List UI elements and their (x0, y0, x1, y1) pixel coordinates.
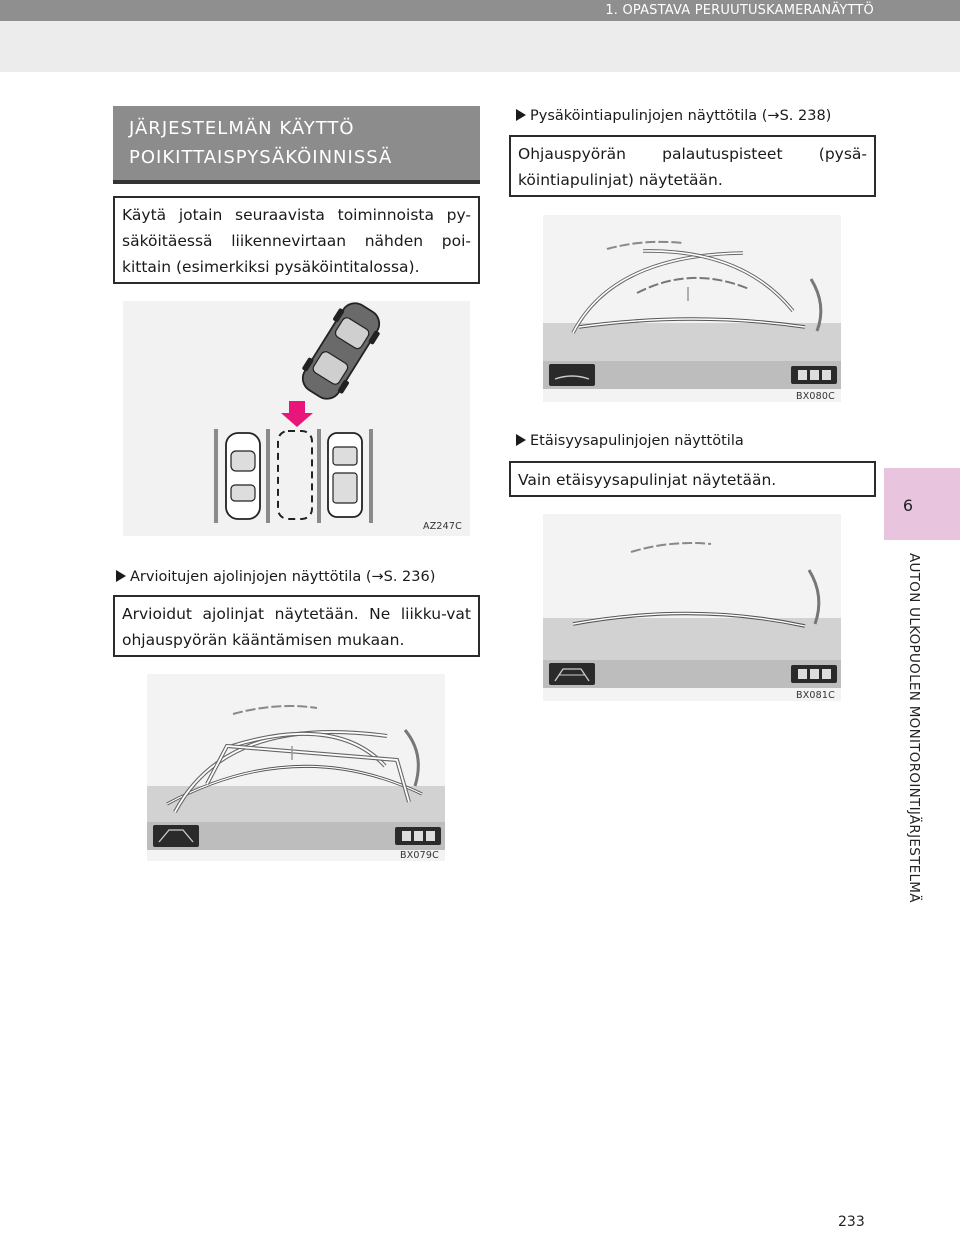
figure-code: BX081C (796, 690, 835, 701)
running-head: 1. OPASTAVA PERUUTUSKAMERANÄYTTÖ (605, 3, 874, 18)
chapter-tab[interactable] (884, 468, 960, 540)
header-strip (0, 0, 960, 21)
parking-illustration: AZ247C (123, 301, 470, 536)
parking-diagram (214, 302, 381, 523)
mode-estimated-description: Arvioidut ajolinjat näytetään. Ne liikku… (113, 595, 480, 657)
camera-screen (543, 215, 841, 402)
mode-steering-title: Pysäköintiapulinjojen näyttötila (→S. 23… (516, 106, 831, 126)
triangle-bullet-icon (516, 434, 526, 446)
figure-code: BX079C (400, 850, 439, 861)
chapter-number: 6 (902, 496, 914, 515)
mode-estimated-link[interactable]: Arvioitujen ajolinjojen näyttötila (→S. … (130, 569, 436, 585)
section-heading: JÄRJESTELMÄN KÄYTTÖ POIKITTAISPYSÄKÖINNI… (113, 106, 480, 184)
mode-distance-description: Vain etäisyysapulinjat näytetään. (509, 461, 876, 497)
mode-estimated-title: Arvioitujen ajolinjojen näyttötila (→S. … (116, 567, 435, 587)
intro-text: Käytä jotain seuraavista toiminnoista py… (113, 196, 480, 284)
parked-car-right-icon (327, 432, 363, 518)
section-heading-line2: POIKITTAISPYSÄKÖINNISSÄ (129, 147, 393, 168)
mode-icon (549, 663, 595, 685)
camera-view-steering: BX080C (543, 215, 841, 402)
camera-view-estimated: BX079C (147, 674, 445, 861)
mode-steering-link[interactable]: Pysäköintiapulinjojen näyttötila (→S. 23… (530, 108, 832, 124)
chapter-title: AUTON ULKOPUOLEN MONITOROINTIJÄRJESTELMÄ (906, 553, 922, 903)
triangle-bullet-icon (116, 570, 126, 582)
mode-steering-description: Ohjauspyörän palautuspisteet (pysä-köint… (509, 135, 876, 197)
mode-distance-title: Etäisyysapulinjojen näyttötila (516, 431, 744, 451)
parked-car-left-icon (225, 432, 261, 520)
page-number: 233 (838, 1214, 865, 1230)
target-space (277, 430, 313, 520)
mode-distance-link[interactable]: Etäisyysapulinjojen näyttötila (530, 433, 744, 449)
figure-code: AZ247C (423, 521, 462, 532)
section-heading-line1: JÄRJESTELMÄN KÄYTTÖ (129, 118, 355, 139)
camera-view-distance: BX081C (543, 514, 841, 701)
direction-arrow-icon (281, 401, 313, 427)
side-band (884, 72, 960, 1132)
camera-screen (543, 514, 841, 701)
camera-screen (147, 674, 445, 861)
figure-code: BX080C (796, 391, 835, 402)
triangle-bullet-icon (516, 109, 526, 121)
mode-icon (153, 825, 199, 847)
mode-icon (549, 364, 595, 386)
moving-car-icon (301, 302, 381, 400)
